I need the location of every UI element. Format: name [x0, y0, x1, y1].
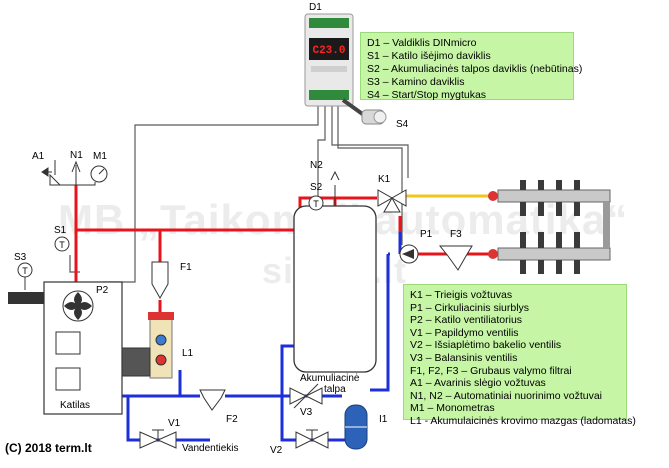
controller-display — [309, 38, 349, 60]
label-d1: D1 — [309, 2, 322, 13]
sensor-s3: T — [17, 262, 33, 278]
svg-text:T: T — [22, 266, 28, 276]
legend-item: V2 – Išsiaplėtimo bakelio ventilis — [410, 339, 562, 352]
svg-text:T: T — [313, 199, 319, 209]
air-vent-n2 — [330, 170, 340, 205]
legend-item: N1, N2 – Automatiniai nuorinimo vožtuvai — [410, 389, 603, 402]
label-v1: V1 — [168, 418, 181, 429]
fan-wire — [102, 105, 319, 283]
circulation-pump-p1 — [399, 244, 419, 264]
label-i1: I1 — [379, 414, 388, 425]
label-f2: F2 — [226, 414, 238, 425]
boiler — [8, 281, 123, 415]
legend-item: S4 – Start/Stop mygtukas — [367, 89, 487, 101]
three-way-valve-k1 — [377, 189, 407, 213]
legend-item: F1, F2, F3 – Grubaus valymo filtrai — [410, 364, 572, 377]
expansion-pipe — [280, 396, 355, 442]
label-f3: F3 — [450, 229, 462, 240]
loading-unit-pump — [121, 347, 151, 377]
controller-terminal-top — [309, 18, 349, 28]
label-v3: V3 — [300, 407, 313, 418]
controller-d1: C23.0 — [304, 13, 354, 107]
label-p2: P2 — [96, 285, 109, 296]
legend-item: P1 – Cirkuliacinis siurblys — [410, 301, 530, 314]
filter-f2 — [199, 389, 226, 411]
valve-v3 — [289, 383, 323, 409]
boiler-door-top — [55, 331, 81, 355]
chimney-pipe — [8, 292, 44, 304]
label-l1: L1 — [182, 348, 194, 359]
controller-terminal-bottom — [309, 90, 349, 100]
legend-item: K1 – Trieigis vožtuvas — [410, 289, 513, 301]
label-s2: S2 — [310, 182, 323, 193]
legend-item: P2 – Katilo ventiliatorius — [410, 314, 523, 327]
label-vandentiekis: Vandentiekis — [182, 443, 239, 454]
label-m1: M1 — [93, 151, 107, 162]
label-s3: S3 — [14, 252, 27, 263]
valve-v2 — [295, 429, 329, 449]
controller-buttons — [311, 66, 347, 72]
floor-heating-manifold — [488, 180, 611, 274]
boiler-door-bottom — [55, 367, 81, 391]
manifold-return-bar — [497, 247, 611, 261]
label-a1: A1 — [32, 151, 45, 162]
legend-item: V3 – Balansinis ventilis — [410, 351, 518, 364]
water-supply-pipe — [126, 396, 210, 442]
label-s4: S4 — [396, 119, 409, 130]
legend-item: S2 – Akumuliacinės talpos daviklis (nebū… — [367, 63, 583, 75]
label-p1: P1 — [420, 229, 433, 240]
label-n2: N2 — [310, 160, 323, 171]
label-talpa-line1: Akumuliacinė — [300, 373, 360, 384]
safety-valve-a1 — [41, 160, 76, 186]
valve-v1 — [139, 429, 177, 449]
start-stop-button-s4 — [341, 98, 387, 125]
accumulation-tank — [293, 205, 377, 373]
sensor-s1: T — [54, 236, 70, 252]
filter-f1 — [151, 261, 169, 300]
expansion-vessel-i1 — [344, 404, 368, 450]
legend-item: M1 – Monometras — [410, 402, 495, 415]
manifold-supply-bar — [497, 189, 611, 203]
k1-bypass-pipe — [370, 254, 390, 392]
label-f1: F1 — [180, 262, 192, 273]
copyright-text: (C) 2018 term.lt — [5, 441, 92, 455]
svg-text:T: T — [59, 240, 65, 250]
return-to-tank-pipe — [225, 344, 294, 398]
label-katilas: Katilas — [60, 400, 90, 411]
label-talpa-line2: talpa — [324, 384, 346, 395]
label-s1: S1 — [54, 225, 67, 236]
k1-wire — [331, 105, 409, 178]
legend-sensors: D1 – Valdiklis DINmicro S1 – Katilo išėj… — [360, 32, 583, 101]
controller-display-text: C23.0 — [312, 45, 345, 57]
air-vent-n1 — [71, 160, 81, 185]
legend-item: A1 – Avarinis slėgio vožtuvas — [410, 377, 546, 390]
legend-item: V1 – Papildymo ventilis — [410, 326, 519, 339]
loading-unit-l1 — [121, 312, 174, 379]
boiler-supply-pipe — [74, 228, 162, 282]
tank-body — [293, 205, 377, 373]
legend-item: D1 – Valdiklis DINmicro — [367, 37, 477, 49]
manometer-m1 — [76, 165, 108, 186]
label-k1: K1 — [378, 174, 391, 185]
sensor-s2: T — [308, 195, 324, 211]
legend-components: K1 – Trieigis vožtuvas P1 – Cirkuliacini… — [403, 284, 636, 427]
label-n1: N1 — [70, 150, 83, 161]
legend-item: L1 - Akumulaicinės krovimo mazgas (ladom… — [410, 414, 636, 427]
label-v2: V2 — [270, 445, 283, 456]
s2-wire — [317, 105, 326, 196]
legend-item: S3 – Kamino daviklis — [367, 76, 465, 88]
filter-f3 — [438, 245, 473, 271]
cold-pipes — [120, 232, 402, 442]
legend-item: S1 – Katilo išėjimo daviklis — [367, 50, 491, 62]
